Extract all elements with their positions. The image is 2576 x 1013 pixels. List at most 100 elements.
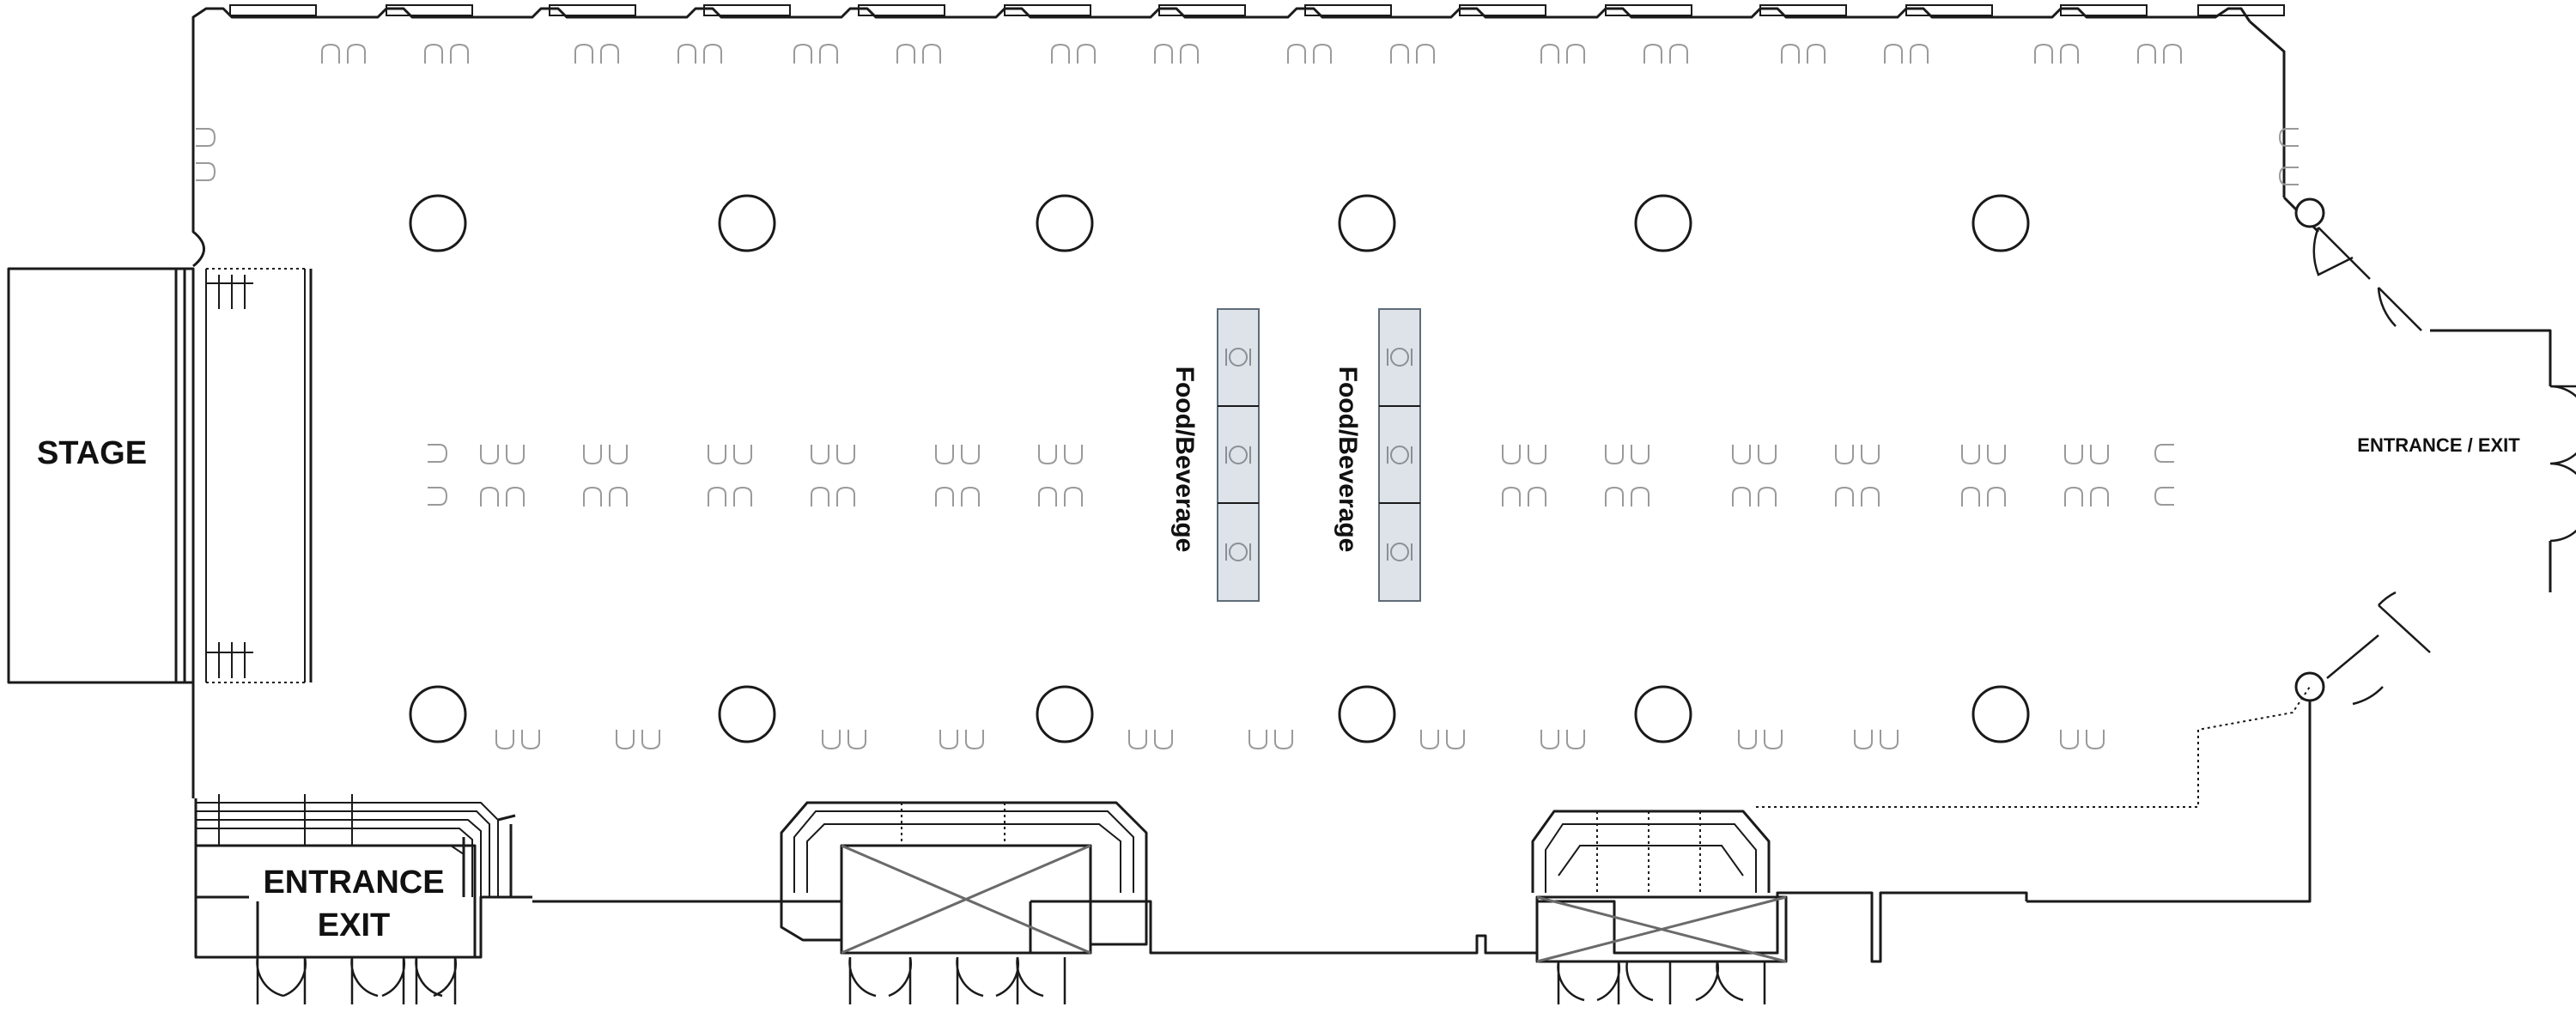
chair [506,486,525,506]
chair [428,444,448,463]
chair [1420,730,1439,750]
cutlery-icon [1387,543,1413,561]
chair [1910,43,1929,64]
service-doors-right [1557,961,1766,1004]
chair [2163,43,2182,64]
pillar [409,194,467,252]
chair [1502,445,1521,465]
chair [961,486,980,506]
pillar [1971,194,2030,252]
chair [733,486,752,506]
pillar [718,194,776,252]
cutlery-icon [1387,446,1413,464]
chair [2090,445,2109,465]
chair [196,162,216,181]
chair [2137,43,2156,64]
cutlery-icon [1225,543,1251,561]
chair [480,445,499,465]
chair [1961,445,1980,465]
chair [1987,486,2006,506]
buffet-table-left [1217,308,1260,602]
chair [1835,486,1854,506]
chairs [196,43,2299,750]
chair [521,730,540,750]
chair [1154,730,1173,750]
pillar [1634,194,1692,252]
chair [1390,43,1409,64]
chair [1528,445,1546,465]
chair [1154,43,1173,64]
chair [1051,43,1070,64]
chair [1764,730,1783,750]
chair [1313,43,1332,64]
pillars [409,194,2030,743]
chair [848,730,866,750]
chair [836,445,855,465]
chair [1861,486,1880,506]
pillar [1971,685,2030,743]
chair [1540,730,1559,750]
chair [609,486,628,506]
chair [1064,445,1083,465]
entrance-exit-label-main: ENTRANCE / EXIT [2357,434,2520,456]
chair [1835,445,1854,465]
chair [1807,43,1826,64]
pillar [1338,685,1396,743]
pillar [1036,685,1094,743]
chair [600,43,619,64]
chair [1861,445,1880,465]
chair [896,43,915,64]
chair [733,445,752,465]
chair [1854,730,1873,750]
chair [1502,486,1521,506]
chair [495,730,514,750]
chair [703,43,722,64]
chair [1287,43,1306,64]
outer-walls [191,4,2552,963]
chair [1446,730,1465,750]
chair [836,486,855,506]
food-beverage-label-right: Food/Beverage [1334,367,1362,553]
chair [922,43,941,64]
chair [961,445,980,465]
chair [1738,730,1757,750]
chair [424,43,443,64]
chair [2064,486,2083,506]
chair [2090,486,2109,506]
chair [1274,730,1293,750]
chair [1605,486,1624,506]
chair [793,43,812,64]
chair [1880,730,1899,750]
entrance-exit-label-lower-line1: ENTRANCE [263,864,444,901]
lower-service-area-right [1531,686,2311,1004]
chair [1781,43,1800,64]
chair [822,730,841,750]
chair [811,486,829,506]
chair [2060,730,2079,750]
chair [1987,445,2006,465]
main-entrance-doors: ENTRANCE / EXIT [2294,197,2576,706]
chair [450,43,469,64]
chair [1961,486,1980,506]
chair [583,486,602,506]
chair [1249,730,1267,750]
chair [428,487,448,506]
stage-label: STAGE [37,435,147,471]
buffet-table-right [1378,308,1421,602]
chair [1566,730,1585,750]
chair [708,486,726,506]
pillar [1338,194,1396,252]
pillar [409,685,467,743]
chair [935,486,954,506]
cutlery-icon [1387,348,1413,367]
entrance-exit-label-lower-line2: EXIT [318,907,390,943]
food-beverage-station-left: Food/Beverage [1170,308,1260,602]
lower-service-area-left [780,801,1148,1004]
chair [935,445,954,465]
food-beverage-station-right: Food/Beverage [1334,308,1421,602]
stage-stairs-top [206,275,253,309]
chair [1605,445,1624,465]
chair [1528,486,1546,506]
chair [1180,43,1199,64]
